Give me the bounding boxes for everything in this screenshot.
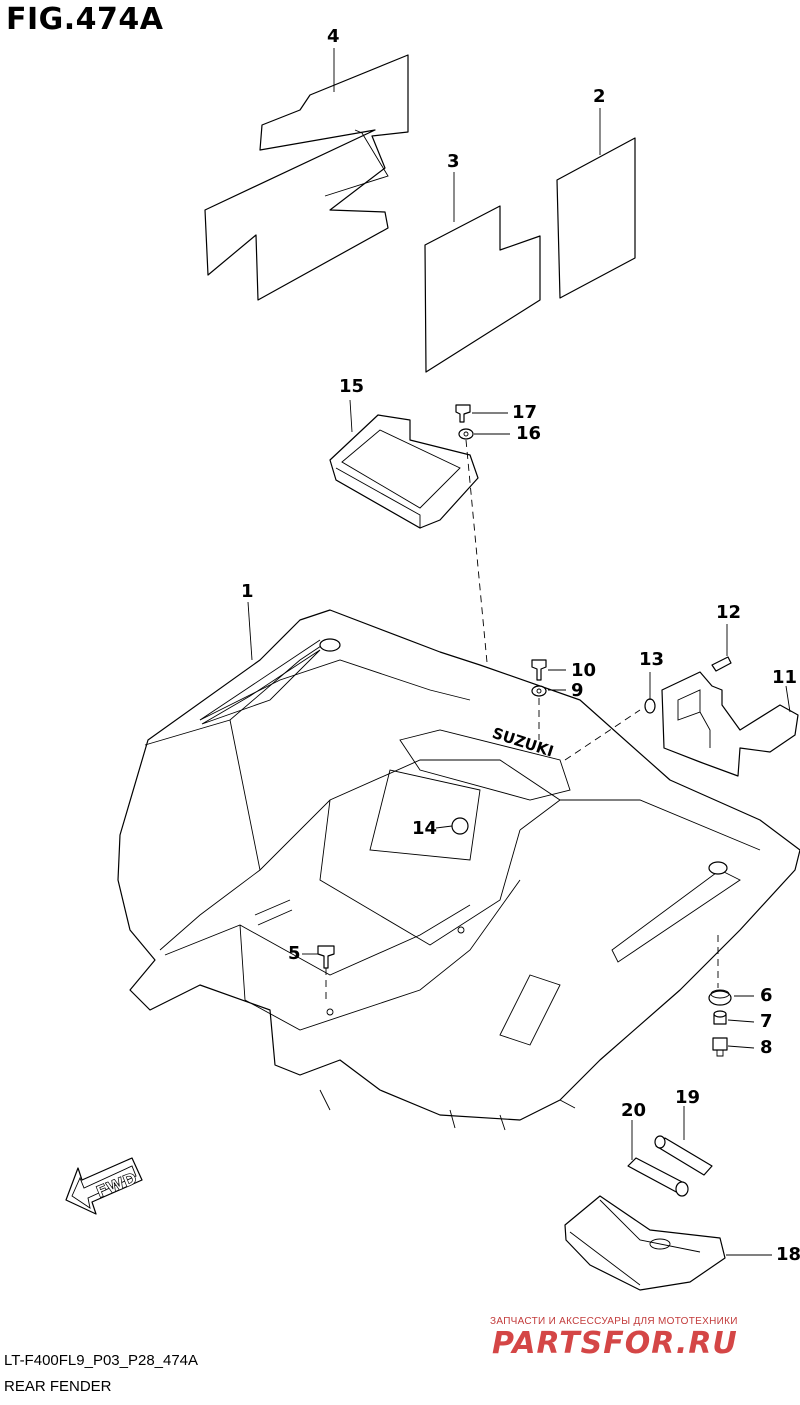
nut-part-16 <box>458 428 474 440</box>
callout-8: 8 <box>760 1037 773 1058</box>
nut-part-9 <box>531 685 547 697</box>
callout-10: 10 <box>571 660 597 681</box>
screw-part-5 <box>317 945 335 969</box>
washer-part-13 <box>644 698 656 714</box>
fwd-arrow <box>65 1157 143 1215</box>
tool-part-19 <box>654 1135 713 1176</box>
screw-part-12 <box>711 656 732 672</box>
callout-1: 1 <box>241 581 254 602</box>
callout-12: 12 <box>716 602 742 623</box>
watermark-tagline: ЗАПЧАСТИ И АКСЕССУАРЫ ДЛЯ МОТОТЕХНИКИ <box>490 1316 738 1327</box>
callout-14: 14 <box>412 818 438 839</box>
callout-4: 4 <box>327 26 340 47</box>
callout-9: 9 <box>571 680 584 701</box>
bracket-part-11 <box>661 671 799 777</box>
callout-19: 19 <box>675 1087 701 1108</box>
decal-part-3 <box>424 205 541 373</box>
figure-code: LT-F400FL9_P03_P28_474A <box>4 1352 199 1369</box>
tool-bag-part-18 <box>564 1195 726 1291</box>
leader-lines <box>247 48 791 1256</box>
callout-3: 3 <box>447 151 460 172</box>
callout-6: 6 <box>760 985 773 1006</box>
watermark-brand: PARTSFOR.RU <box>492 1326 738 1361</box>
grommet-part-6 <box>708 989 732 1006</box>
callout-15: 15 <box>339 376 365 397</box>
screw-part-10 <box>531 659 547 681</box>
figure-title: FIG.474A <box>6 2 164 37</box>
rear-fender-part-1 <box>117 609 800 1131</box>
callout-13: 13 <box>639 649 665 670</box>
callout-16: 16 <box>516 423 542 444</box>
callout-11: 11 <box>772 667 798 688</box>
collar-part-7 <box>713 1010 727 1025</box>
bolt-part-8 <box>712 1037 728 1057</box>
callout-7: 7 <box>760 1011 773 1032</box>
screw-part-17 <box>455 404 471 423</box>
callout-5: 5 <box>288 943 301 964</box>
callout-17: 17 <box>512 402 538 423</box>
callout-20: 20 <box>621 1100 647 1121</box>
callout-2: 2 <box>593 86 606 107</box>
callout-18: 18 <box>776 1244 800 1265</box>
tray-part-15 <box>329 414 479 529</box>
tool-part-20 <box>627 1157 689 1197</box>
decal-part-2 <box>556 137 636 299</box>
figure-name: REAR FENDER <box>4 1378 112 1395</box>
decal-part-4 <box>204 54 409 301</box>
